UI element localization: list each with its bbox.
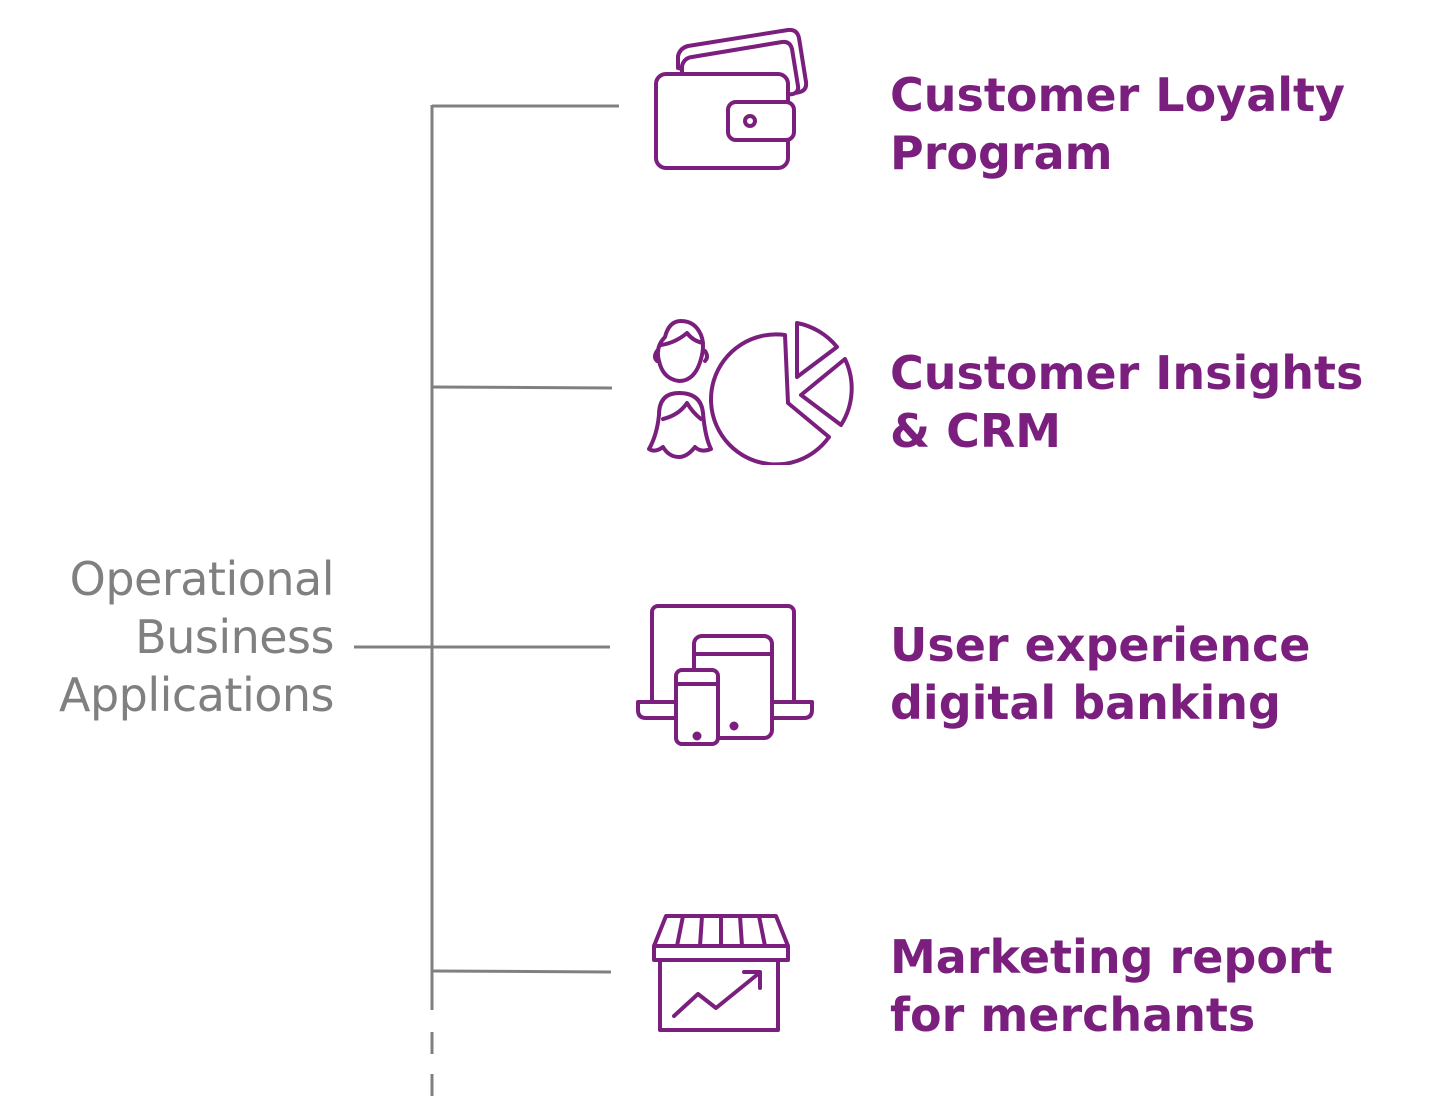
devices-icon (636, 604, 814, 746)
item-3-line-1: User experience (890, 618, 1311, 672)
item-1-line-2: Program (890, 126, 1113, 180)
root-label: Operational Business Applications (20, 550, 335, 724)
item-3-line-2: digital banking (890, 676, 1281, 730)
shop-body (658, 958, 780, 1032)
item-label-3: User experience digital banking (890, 616, 1311, 732)
branch-2 (431, 385, 613, 390)
man-head (655, 319, 705, 383)
item-2-line-1: Customer Insights (890, 346, 1364, 400)
root-label-line-1: Operational (69, 552, 335, 606)
root-label-line-3: Applications (59, 668, 335, 722)
woman-head (647, 391, 713, 459)
storefront-chart-icon (652, 914, 790, 1032)
pie-slice-1 (795, 321, 839, 379)
people-pie-chart-icon (647, 319, 854, 465)
item-label-2: Customer Insights & CRM (890, 344, 1363, 460)
pie-slice-2 (799, 357, 854, 427)
item-4-line-1: Marketing report (890, 930, 1333, 984)
item-1-line-1: Customer Loyalty (890, 68, 1345, 122)
branch-4 (431, 969, 612, 974)
wallet-icon (654, 28, 809, 170)
trend-line (672, 972, 760, 1018)
item-label-4: Marketing report for merchants (890, 928, 1333, 1044)
root-label-line-2: Business (135, 610, 334, 664)
phone (674, 668, 720, 746)
item-2-line-2: & CRM (890, 404, 1062, 458)
pie-main (709, 332, 831, 465)
item-label-1: Customer Loyalty Program (890, 66, 1345, 182)
item-4-line-2: for merchants (890, 988, 1256, 1042)
